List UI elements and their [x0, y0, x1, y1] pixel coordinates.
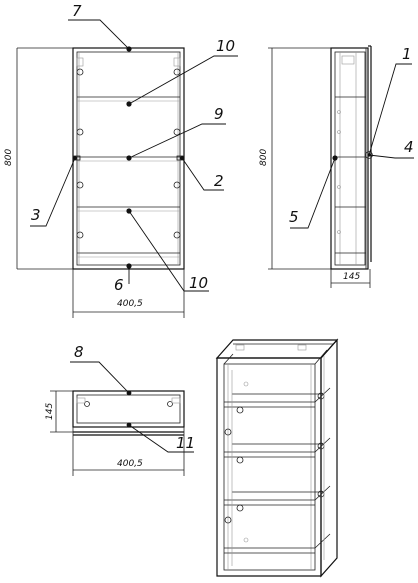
front-height-dim: 800 — [4, 149, 14, 166]
isometric-view — [215, 338, 339, 578]
top-view: 145 400,5 8 11 — [45, 343, 195, 476]
callout-2: 2 — [214, 172, 224, 190]
top-cabinet-outline — [72, 390, 185, 428]
iso-cabinet-outline — [215, 339, 339, 359]
callout-11: 11 — [176, 434, 195, 452]
callout-1: 1 — [402, 45, 412, 63]
callout-8: 8 — [74, 343, 84, 361]
side-depth-dim: 145 — [343, 272, 360, 282]
callout-7: 7 — [72, 2, 82, 20]
side-view: 800 145 1 4 5 — [259, 45, 414, 288]
callout-10-bottom: 10 — [189, 274, 208, 292]
callout-3: 3 — [31, 206, 41, 224]
top-height-dim: 145 — [45, 403, 55, 420]
callout-10-top: 10 — [216, 37, 235, 55]
callout-6: 6 — [114, 276, 124, 294]
callout-9: 9 — [214, 105, 224, 123]
callout-5: 5 — [289, 208, 299, 226]
callout-4: 4 — [404, 138, 414, 156]
front-width-dim: 400,5 — [117, 299, 143, 309]
side-height-dim: 800 — [259, 149, 269, 166]
front-view: 800 400,5 7 10 9 3 2 6 10 — [4, 2, 238, 318]
top-width-dim: 400,5 — [117, 459, 143, 469]
